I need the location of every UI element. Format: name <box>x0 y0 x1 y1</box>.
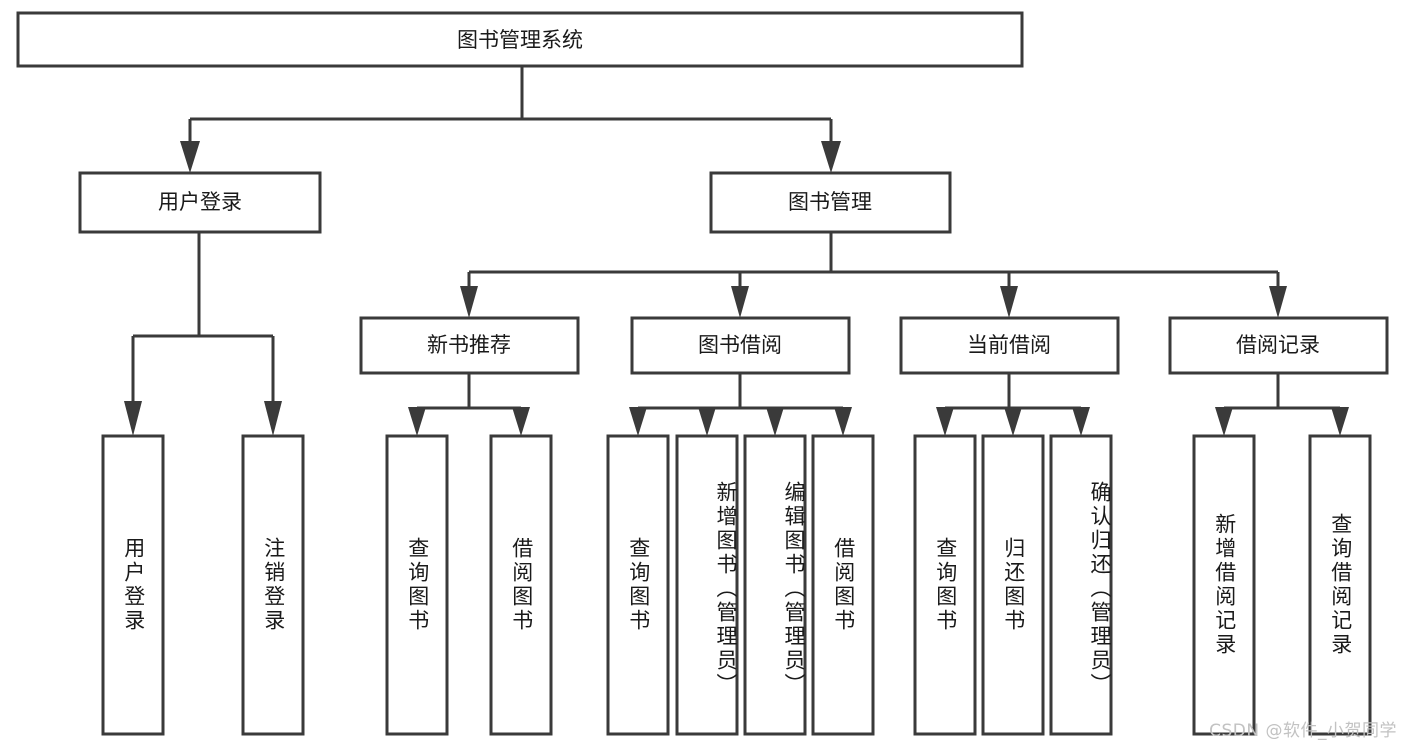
node-leaf-borrow-book-2-box[interactable] <box>811 434 875 736</box>
node-book-borrow-box[interactable] <box>630 316 851 375</box>
arrow-head-current-borrow <box>1000 286 1018 318</box>
connector-group-new-book-recommend-to-leaves <box>408 373 530 436</box>
node-leaf-add-record-box[interactable] <box>1192 434 1256 736</box>
node-leaf-return-book-label: 归还图书 <box>1001 537 1026 633</box>
node-user-login-label: 用户登录 <box>158 190 242 214</box>
node-leaf-add-book-label: 新增图书（管理员） <box>714 481 738 697</box>
node-leaf-borrow-book-1-box[interactable] <box>489 434 553 736</box>
node-leaf-borrow-book-2-label: 借阅图书 <box>831 537 856 633</box>
node-new-book-recommend-label: 新书推荐 <box>427 333 511 357</box>
node-leaf-add-record-label: 新增借阅记录 <box>1212 513 1237 657</box>
node-leaf-query-book-1-label: 查询图书 <box>405 537 430 633</box>
node-leaf-logout-login-box[interactable] <box>241 434 305 736</box>
arrow-head-leaf-borrow-book-2 <box>834 407 852 436</box>
connector-group-root-to-level2 <box>180 66 841 173</box>
node-current-borrow-label: 当前借阅 <box>967 333 1051 357</box>
arrow-head-leaf-query-book-3 <box>936 407 954 436</box>
node-book-borrow[interactable]: 图书借阅 <box>630 316 851 375</box>
connector-group-user-login-to-leaves <box>124 232 282 436</box>
arrow-head-leaf-confirm-return <box>1072 407 1090 436</box>
node-leaf-add-book-box[interactable] <box>675 434 739 736</box>
arrow-head-leaf-borrow-book-1 <box>512 407 530 436</box>
node-leaf-confirm-return-box[interactable] <box>1049 434 1113 736</box>
node-current-borrow-box[interactable] <box>899 316 1120 375</box>
arrow-head-book-manage <box>821 141 841 173</box>
node-leaf-query-record-label: 查询借阅记录 <box>1328 513 1353 657</box>
node-book-borrow-label: 图书借阅 <box>698 333 782 357</box>
node-leaf-borrow-book-1-label: 借阅图书 <box>509 537 534 633</box>
arrow-head-borrow-record <box>1269 286 1287 318</box>
node-book-manage[interactable]: 图书管理 <box>709 171 952 234</box>
node-leaf-query-book-3-label: 查询图书 <box>933 537 958 633</box>
node-new-book-recommend-box[interactable] <box>359 316 580 375</box>
arrow-head-book-borrow <box>731 286 749 318</box>
node-leaf-query-book-3-box[interactable] <box>913 434 977 736</box>
node-book-manage-box[interactable] <box>709 171 952 234</box>
arrow-head-leaf-query-book-1 <box>408 407 426 436</box>
arrow-head-new-book-recommend <box>460 286 478 318</box>
connector-group-book-manage-to-level3 <box>460 232 1287 318</box>
arrow-head-leaf-add-record <box>1215 407 1233 436</box>
node-leaf-edit-book-box[interactable] <box>743 434 807 736</box>
node-book-manage-label: 图书管理 <box>788 190 872 214</box>
arrow-head-leaf-logout-login <box>264 401 282 436</box>
node-root[interactable]: 图书管理系统 <box>16 11 1024 68</box>
arrow-head-leaf-edit-book <box>766 407 784 436</box>
node-leaf-query-record-box[interactable] <box>1308 434 1372 736</box>
csdn-watermark: CSDN @软件_小贺同学 <box>1209 721 1397 741</box>
node-root-box[interactable] <box>16 11 1024 68</box>
arrow-head-leaf-user-login <box>124 401 142 436</box>
node-leaf-user-login-box[interactable] <box>101 434 165 736</box>
node-leaf-query-book-1-box[interactable] <box>385 434 449 736</box>
arrow-head-leaf-query-record <box>1331 407 1349 436</box>
node-new-book-recommend[interactable]: 新书推荐 <box>359 316 580 375</box>
arrow-head-leaf-query-book-2 <box>629 407 647 436</box>
arrow-head-leaf-return-book <box>1004 407 1022 436</box>
node-borrow-record[interactable]: 借阅记录 <box>1168 316 1389 375</box>
connector-group-current-borrow-to-leaves <box>936 373 1090 436</box>
node-user-login-box[interactable] <box>78 171 322 234</box>
node-borrow-record-label: 借阅记录 <box>1236 333 1320 357</box>
connector-group-book-borrow-to-leaves <box>629 373 852 436</box>
node-leaf-logout-login-label: 注销登录 <box>261 537 286 633</box>
node-current-borrow[interactable]: 当前借阅 <box>899 316 1120 375</box>
node-leaf-query-book-2-box[interactable] <box>606 434 670 736</box>
node-root-label: 图书管理系统 <box>457 28 583 52</box>
node-leaf-edit-book-label: 编辑图书（管理员） <box>782 481 806 697</box>
node-borrow-record-box[interactable] <box>1168 316 1389 375</box>
node-leaf-confirm-return-label: 确认归还（管理员） <box>1088 481 1112 697</box>
arrow-head-user-login <box>180 141 200 173</box>
node-user-login[interactable]: 用户登录 <box>78 171 322 234</box>
connector-group-borrow-record-to-leaves <box>1215 373 1349 436</box>
node-leaf-return-book-box[interactable] <box>981 434 1045 736</box>
node-leaf-query-book-2-label: 查询图书 <box>626 537 651 633</box>
node-leaf-user-login-label: 用户登录 <box>121 537 146 633</box>
arrow-head-leaf-add-book <box>698 407 716 436</box>
